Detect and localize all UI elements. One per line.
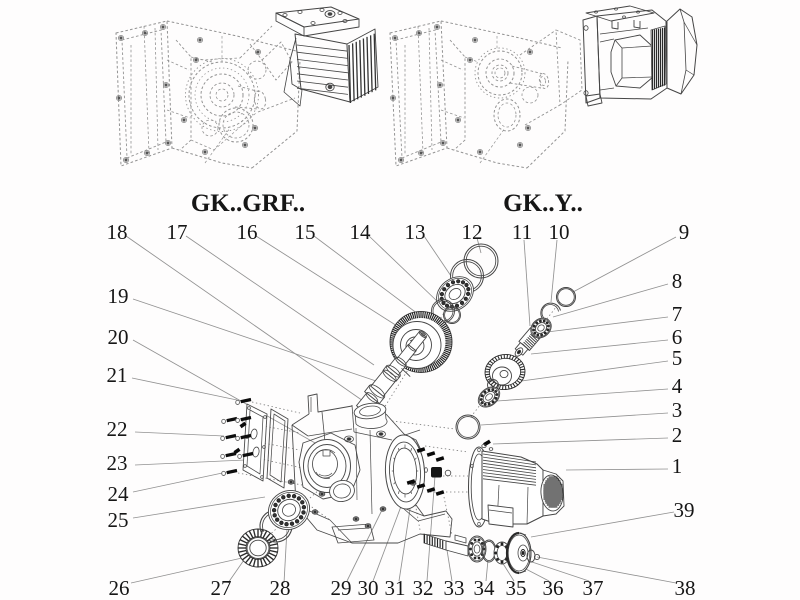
svg-text:31: 31 [385, 576, 406, 600]
svg-text:14: 14 [350, 220, 372, 244]
svg-text:32: 32 [413, 576, 434, 600]
svg-text:24: 24 [108, 482, 130, 506]
svg-text:15: 15 [295, 220, 316, 244]
svg-text:7: 7 [672, 302, 683, 326]
svg-text:35: 35 [506, 576, 527, 600]
svg-text:25: 25 [108, 508, 129, 532]
svg-text:28: 28 [270, 576, 291, 600]
svg-text:9: 9 [679, 220, 690, 244]
svg-text:8: 8 [672, 269, 683, 293]
svg-text:22: 22 [107, 417, 128, 441]
svg-text:GK..Y..: GK..Y.. [503, 190, 583, 217]
svg-text:38: 38 [675, 576, 696, 600]
svg-text:4: 4 [672, 374, 683, 398]
svg-text:23: 23 [107, 451, 128, 475]
svg-text:GK..GRF..: GK..GRF.. [191, 190, 305, 217]
svg-text:5: 5 [672, 346, 683, 370]
svg-text:17: 17 [167, 220, 188, 244]
svg-text:19: 19 [108, 284, 129, 308]
svg-text:6: 6 [672, 325, 683, 349]
svg-text:16: 16 [237, 220, 258, 244]
svg-text:37: 37 [583, 576, 604, 600]
svg-text:27: 27 [211, 576, 232, 600]
svg-text:11: 11 [512, 220, 532, 244]
svg-text:26: 26 [109, 576, 130, 600]
svg-text:2: 2 [672, 423, 683, 447]
svg-text:33: 33 [444, 576, 465, 600]
svg-text:18: 18 [107, 220, 128, 244]
svg-text:39: 39 [674, 498, 695, 522]
svg-text:12: 12 [462, 220, 483, 244]
svg-text:20: 20 [108, 325, 129, 349]
svg-text:10: 10 [549, 220, 570, 244]
svg-text:30: 30 [358, 576, 379, 600]
svg-text:34: 34 [474, 576, 496, 600]
svg-text:29: 29 [331, 576, 352, 600]
svg-text:13: 13 [405, 220, 426, 244]
svg-text:36: 36 [543, 576, 564, 600]
svg-text:21: 21 [107, 363, 128, 387]
svg-text:3: 3 [672, 398, 683, 422]
svg-text:1: 1 [672, 454, 683, 478]
